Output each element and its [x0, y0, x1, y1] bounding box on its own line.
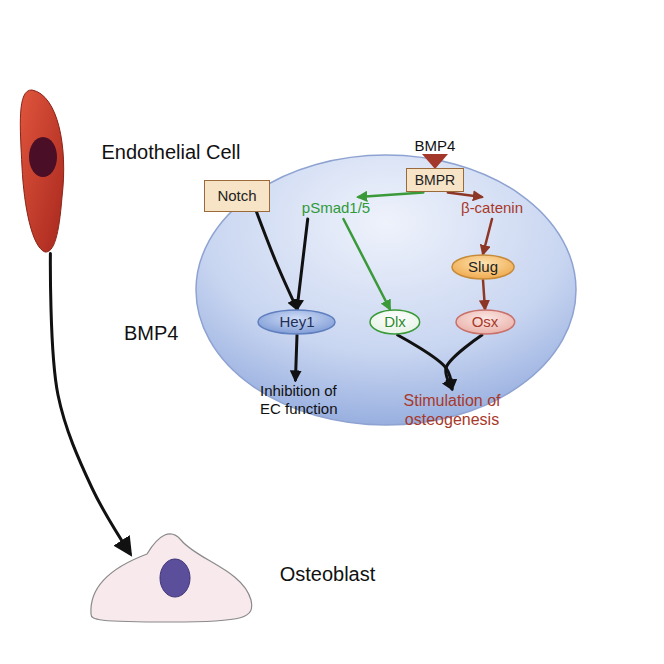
factor-ellipse: Osx — [455, 309, 516, 335]
edge-label: BMP4 — [124, 322, 178, 345]
node-text: Hey1 — [279, 313, 314, 331]
node-text: pSmad1/5 — [302, 199, 370, 217]
factor-ellipse: Hey1 — [257, 309, 336, 335]
arrow-connector — [358, 192, 423, 197]
receptor-box: BMPR — [406, 168, 464, 193]
node-text: Inhibition of EC function — [260, 382, 360, 418]
cell-label: Osteoblast — [85, 522, 385, 627]
ellipse-outline — [456, 310, 515, 334]
arrow-connector — [257, 212, 297, 309]
arrow-connector — [448, 192, 482, 197]
cell-body — [196, 155, 576, 425]
node-text: Endothelial Cell — [90, 140, 252, 164]
outcome-text: Stimulation of osteogenesis — [387, 389, 517, 431]
osteoblast-cell — [85, 522, 260, 627]
cell-label: Endothelial Cell — [12, 85, 252, 257]
receptor-box: Notch — [204, 180, 269, 212]
arrow-connector — [297, 219, 308, 309]
node-text: Osx — [472, 313, 499, 331]
node-text: BMPR — [415, 172, 455, 189]
arrow-connector — [343, 219, 389, 309]
node-text: β-catenin — [461, 199, 523, 217]
endothelial-cell — [12, 85, 82, 257]
endothelial-cell — [20, 90, 63, 252]
node-text: Dlx — [384, 313, 406, 331]
factor-ellipse: Dlx — [369, 309, 421, 335]
node-text: Osteoblast — [270, 562, 385, 586]
cell-nucleus — [160, 559, 190, 597]
arrow-connector — [398, 335, 452, 389]
signal-text: β-catenin — [458, 197, 526, 219]
ligand-label: BMP4 — [415, 137, 456, 154]
cell-nucleus — [29, 137, 57, 177]
factor-ellipse: Slug — [451, 254, 515, 280]
ellipse-outline — [370, 310, 420, 334]
signal-text: pSmad1/5 — [299, 197, 373, 219]
ellipse-outline — [452, 255, 514, 279]
osteoblast-cell — [91, 534, 252, 622]
node-text: Slug — [468, 258, 498, 276]
arrow-connector — [483, 219, 492, 254]
outcome-text: Inhibition of EC function — [258, 380, 362, 420]
node-text: Stimulation of osteogenesis — [389, 391, 515, 429]
node-text: Notch — [217, 187, 256, 205]
arrow-connector — [483, 280, 485, 309]
ellipse-outline — [258, 310, 335, 334]
arrow-connector — [446, 335, 482, 389]
arrow-connector — [295, 335, 297, 380]
arrow-connector — [50, 254, 130, 554]
